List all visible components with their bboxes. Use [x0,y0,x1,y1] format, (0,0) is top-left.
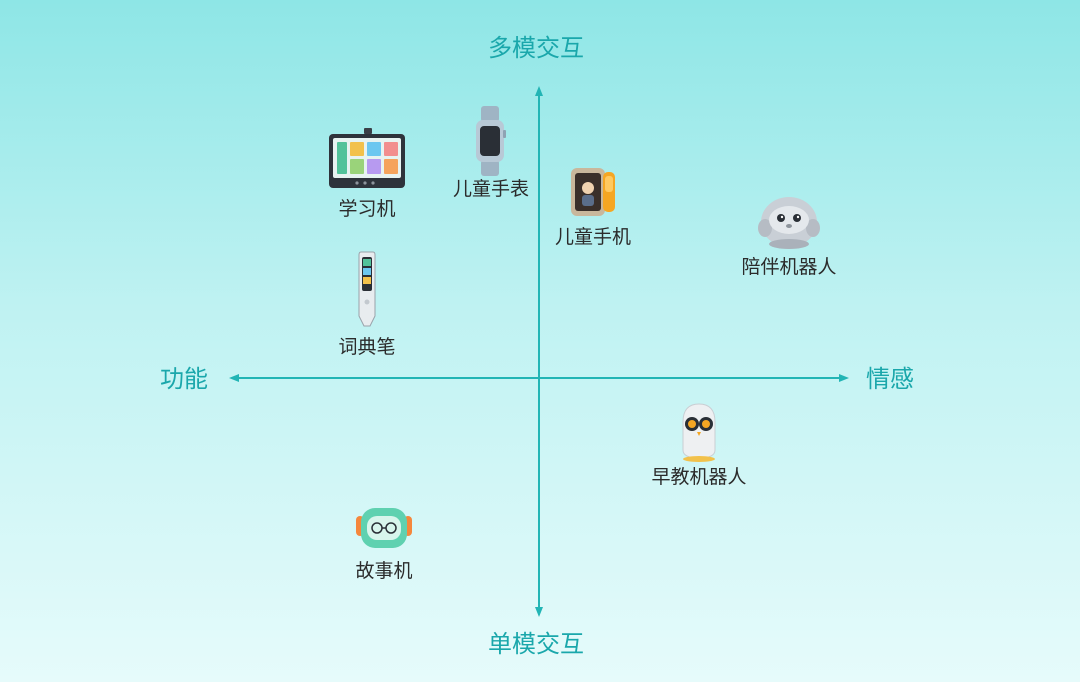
product-label: 学习机 [338,198,396,220]
product-kids-watch: 儿童手表 [450,106,532,200]
product-dictionary-pen: 词典笔 [330,250,404,358]
pen-icon [358,251,376,327]
product-label: 早教机器人 [651,466,747,488]
axis-label-top: 多模交互 [488,34,584,62]
vertical-axis-arrow-bottom [535,607,543,617]
product-story-machine: 故事机 [344,506,424,582]
axis-label-left: 功能 [160,365,208,393]
product-label: 故事机 [355,560,413,582]
axis-label-right: 情感 [866,365,914,393]
product-label: 儿童手表 [452,178,530,200]
phone-icon [571,168,615,216]
robot-icon [758,197,820,249]
axis-label-bottom: 单模交互 [488,630,584,658]
product-label: 陪伴机器人 [741,256,837,278]
vertical-axis-arrow-top [535,86,543,96]
product-companion-robot: 陪伴机器人 [738,192,840,278]
story-machine-icon [356,508,412,548]
product-learning-tablet: 学习机 [326,128,408,224]
horizontal-axis-arrow-left [229,374,239,382]
product-label: 词典笔 [338,336,396,358]
product-early-ed-robot: 早教机器人 [648,402,750,488]
product-kids-phone: 儿童手机 [552,166,634,248]
owl-robot-icon [682,403,716,462]
product-label: 儿童手机 [554,226,632,248]
tablet-icon [329,128,405,188]
horizontal-axis-arrow-right [839,374,849,382]
smartwatch-icon [476,106,506,176]
